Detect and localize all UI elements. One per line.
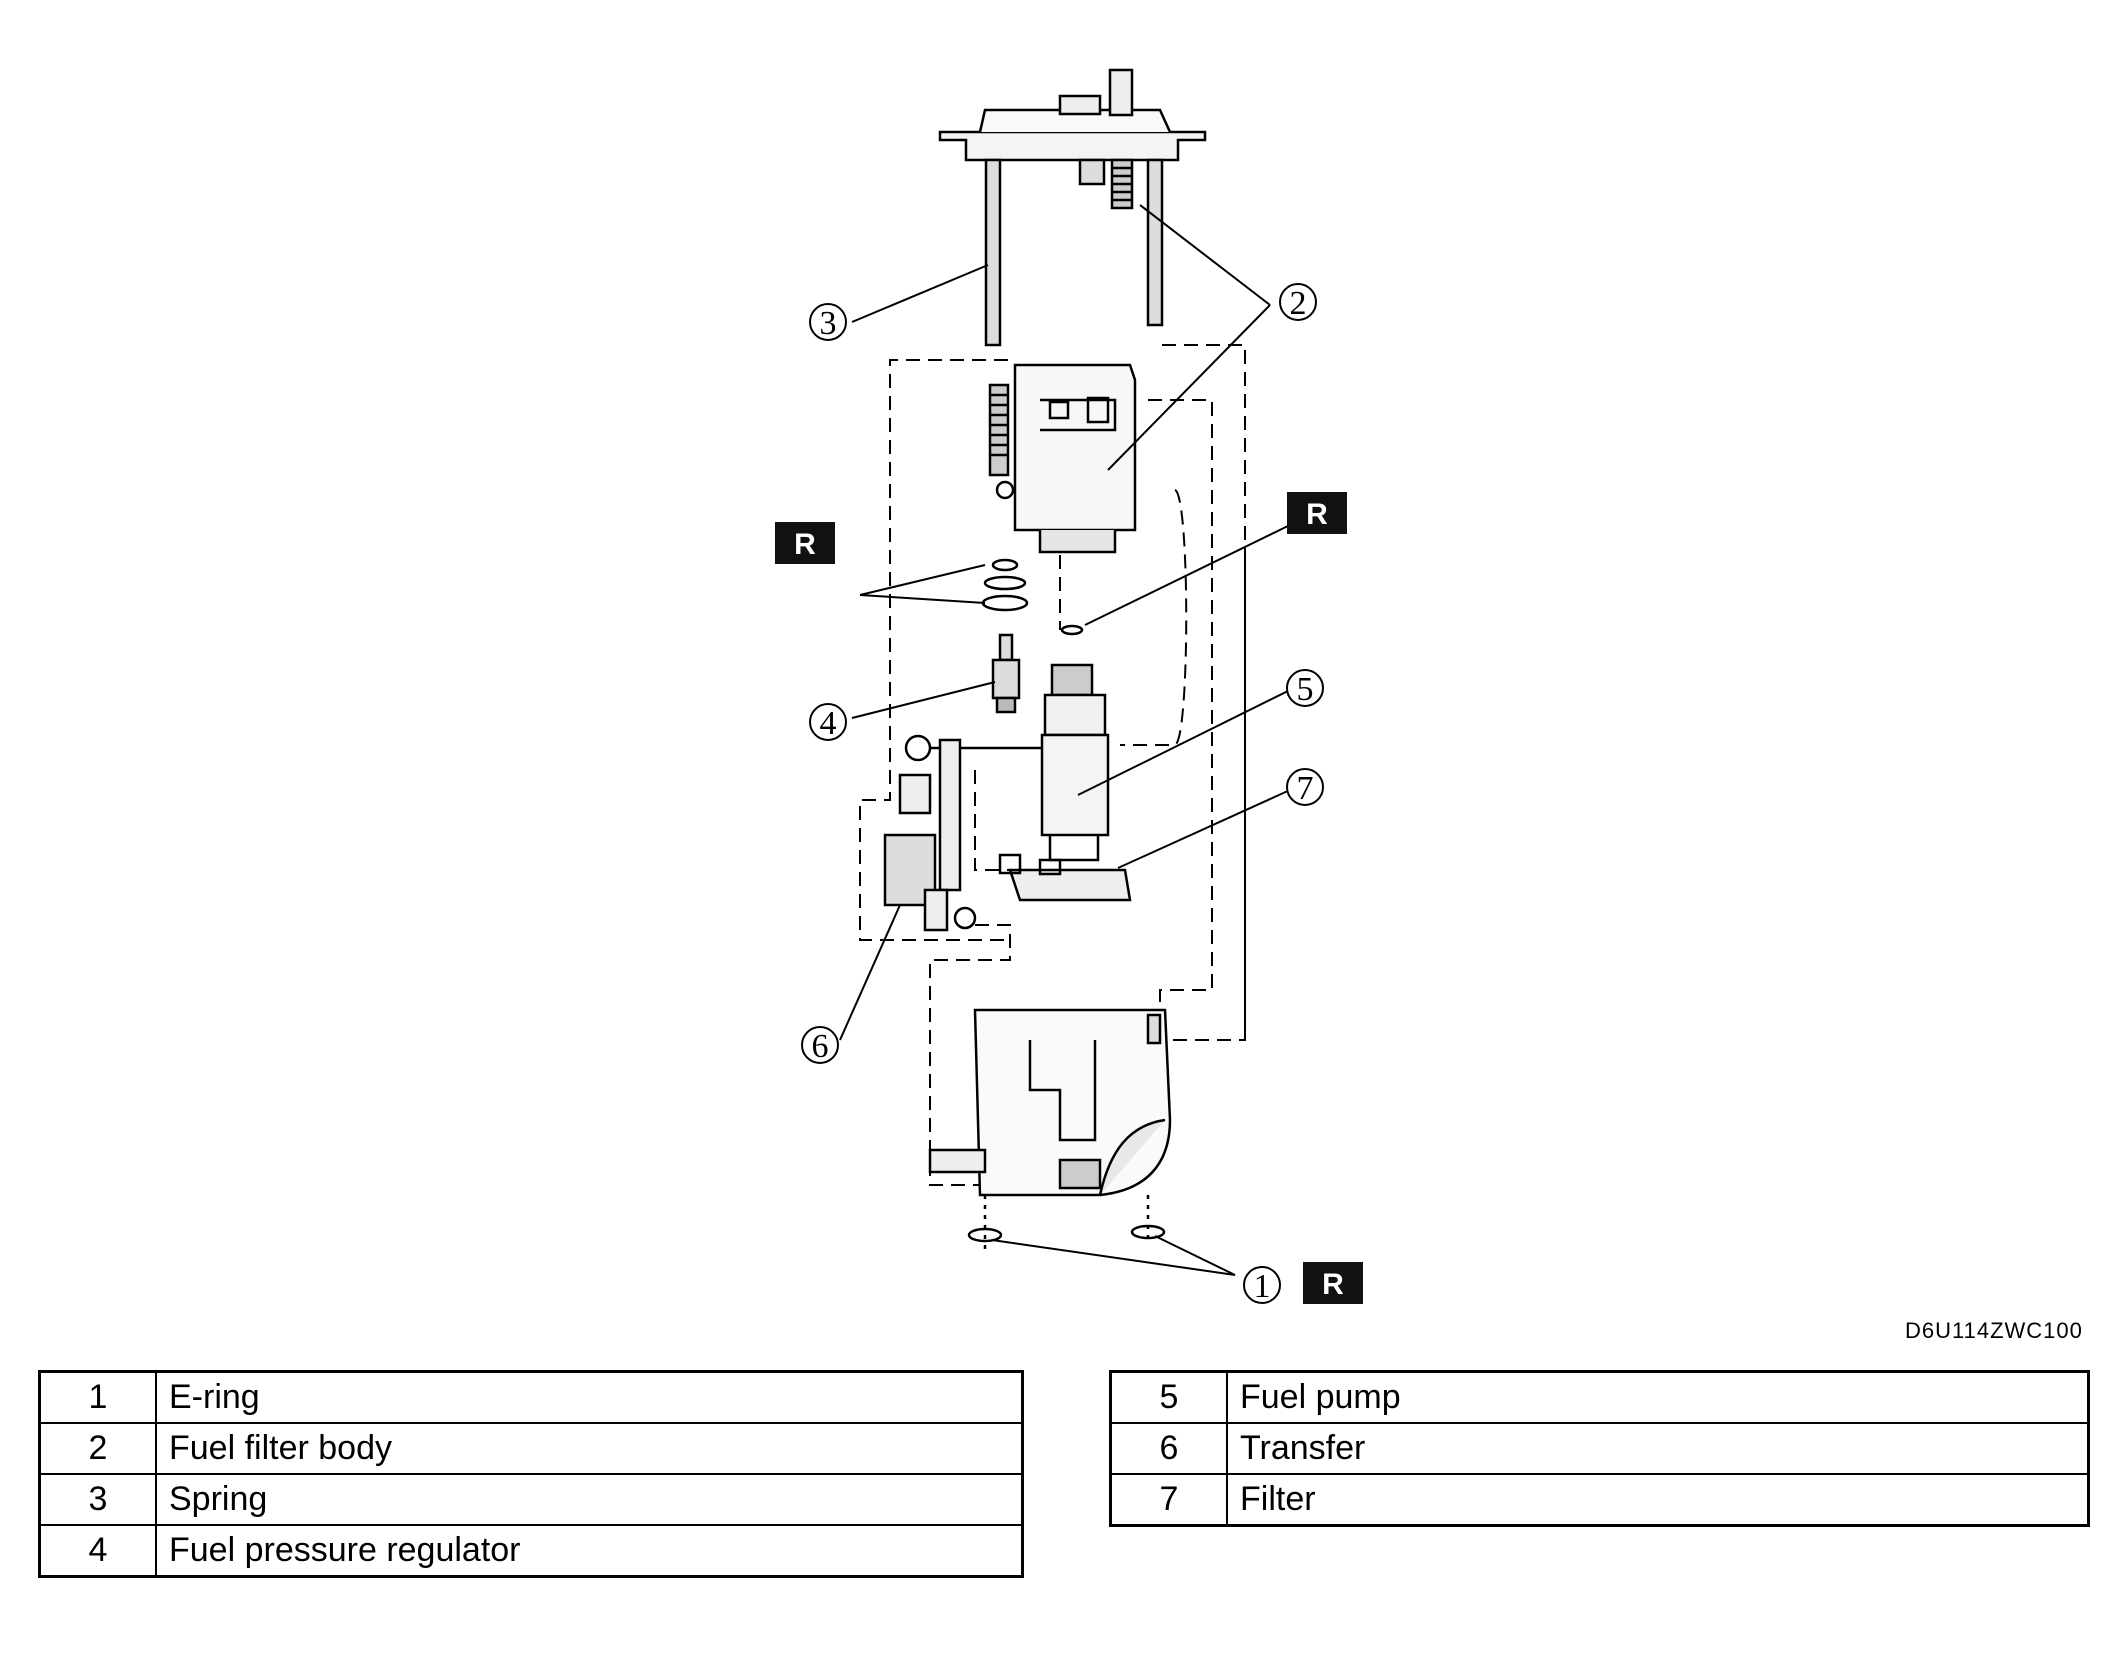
fuel-filter-body [995, 363, 1137, 554]
table-row: 2 Fuel filter body [38, 1422, 1024, 1475]
svg-text:4: 4 [820, 705, 837, 742]
table-row: 1 E-ring [38, 1370, 1024, 1424]
table-row: 7 Filter [1109, 1473, 2090, 1527]
legend-label: Fuel pressure regulator [155, 1524, 1024, 1578]
table-row: 4 Fuel pressure regulator [38, 1524, 1024, 1578]
legend-number: 7 [1109, 1473, 1228, 1527]
reservoir [928, 1008, 1172, 1197]
table-row: 6 Transfer [1109, 1422, 2090, 1475]
fuel-pressure-regulator [991, 633, 1021, 714]
guide-rod [984, 158, 1164, 347]
legend-number: 2 [38, 1422, 157, 1475]
replace-badge: R [775, 522, 835, 564]
svg-text:R: R [1322, 1268, 1344, 1301]
legend-number: 3 [38, 1473, 157, 1526]
legend-label: Fuel pump [1226, 1370, 2090, 1424]
callout-7: 7 [1286, 768, 1324, 807]
legend-label: Filter [1226, 1473, 2090, 1527]
legend-number: 4 [38, 1524, 157, 1578]
callout-1: 1 [1243, 1266, 1281, 1305]
legend-label: Transfer [1226, 1422, 2090, 1475]
o-rings [981, 558, 1084, 636]
replace-badge: R [1303, 1262, 1363, 1304]
svg-text:R: R [794, 528, 816, 561]
legend-label: Fuel filter body [155, 1422, 1024, 1475]
legend-label: Spring [155, 1473, 1024, 1526]
callout-2: 2 [1279, 283, 1317, 322]
legend-number: 1 [38, 1370, 157, 1424]
table-row: 3 Spring [38, 1473, 1024, 1526]
callout-6: 6 [801, 1026, 839, 1065]
callouts: 3 2 4 5 7 6 1 [801, 283, 1324, 1305]
svg-text:2: 2 [1290, 285, 1307, 322]
svg-text:1: 1 [1254, 1268, 1271, 1305]
callout-3: 3 [809, 303, 847, 342]
e-rings [967, 1195, 1166, 1250]
svg-text:6: 6 [812, 1028, 829, 1065]
callout-4: 4 [809, 703, 847, 742]
callout-5: 5 [1286, 669, 1324, 708]
legend-label: E-ring [155, 1370, 1024, 1424]
replace-badge: R [1287, 492, 1347, 534]
figure-code: D6U114ZWC100 [1905, 1318, 2083, 1343]
svg-text:7: 7 [1297, 770, 1314, 807]
legend-number: 6 [1109, 1422, 1228, 1475]
legend-table-right: 5 Fuel pump 6 Transfer 7 Filter [1109, 1370, 2090, 1527]
top-cover [938, 68, 1207, 210]
filter [998, 853, 1132, 902]
table-row: 5 Fuel pump [1109, 1370, 2090, 1424]
legend-table-left: 1 E-ring 2 Fuel filter body 3 Spring 4 F… [38, 1370, 1024, 1578]
fuel-pump [1040, 663, 1110, 862]
legend-number: 5 [1109, 1370, 1228, 1424]
transfer-assembly [883, 734, 1042, 932]
svg-text:R: R [1306, 498, 1328, 531]
svg-text:3: 3 [820, 305, 837, 342]
replace-badges: R R R [775, 492, 1363, 1304]
fuel-pump-exploded-diagram: 3 2 4 5 7 6 1 R [775, 68, 1363, 1305]
spring [988, 383, 1010, 477]
svg-text:5: 5 [1297, 671, 1314, 708]
